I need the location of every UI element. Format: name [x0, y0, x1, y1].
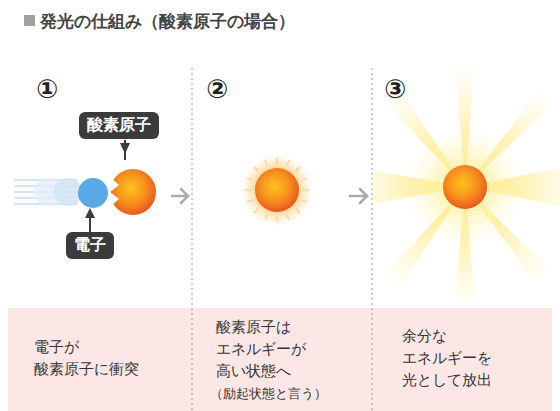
light-rays	[372, 62, 560, 300]
title-mark	[24, 15, 35, 26]
separator	[372, 68, 373, 411]
caption-note: （励起状態と言う）	[210, 386, 327, 403]
callout-text: 酸素原子	[87, 115, 151, 134]
caption-box: 酸素原子は エネルギーが 高い状態へ （励起状態と言う）	[194, 310, 370, 411]
caption-box: 電子が 酸素原子に衝突	[10, 310, 190, 411]
callout-text: 電子	[74, 235, 106, 254]
light-glow	[405, 127, 525, 247]
callout-pointer	[85, 208, 95, 218]
caption-band	[8, 308, 552, 411]
step-number: ③	[384, 76, 406, 102]
diagram-title: 発光の仕組み（酸素原子の場合）	[40, 10, 295, 33]
leader-line	[124, 140, 126, 160]
step-number: ①	[36, 76, 58, 102]
caption-box: 余分な エネルギーを 光として放出	[374, 310, 550, 411]
caption-text: 電子が 酸素原子に衝突	[34, 337, 139, 381]
separator	[192, 68, 193, 411]
stage-arrow	[172, 189, 188, 203]
electron	[78, 178, 108, 208]
step-number: ②	[206, 76, 228, 102]
emitting-atom	[443, 165, 487, 209]
stage-arrow	[350, 189, 367, 203]
excited-atom	[241, 154, 313, 226]
caption-text: 余分な エネルギーを 光として放出	[402, 326, 492, 391]
caption-text: 酸素原子は エネルギーが 高い状態へ	[216, 317, 306, 382]
electron-trail	[14, 178, 82, 206]
callout-label: 電子	[66, 232, 114, 259]
callout-label: 酸素原子	[79, 112, 159, 139]
